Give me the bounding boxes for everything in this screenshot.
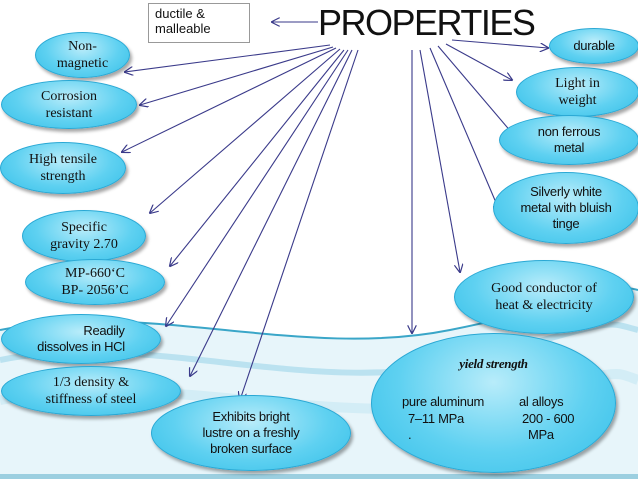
pure-aluminum-dot: .	[408, 427, 412, 442]
silverly-white-bubble: Silverly white metal with bluish tinge	[493, 172, 638, 244]
dissolves-hcl-bubble: Readily dissolves in HCl	[1, 314, 161, 364]
high-tensile-strength-bubble: High tensile strength	[0, 142, 126, 194]
non-magnetic-bubble: Non-magnetic	[35, 32, 130, 78]
al-alloys-label: al alloys	[519, 394, 564, 409]
yield-strength-heading: yield strength	[459, 356, 528, 371]
non-magnetic-label: Non-magnetic	[56, 39, 109, 71]
good-conductor-bubble: Good conductor of heat & electricity	[454, 260, 634, 334]
pure-aluminum-label: pure aluminum	[402, 394, 485, 409]
corrosion-resistant-bubble: Corrosion resistant	[1, 80, 137, 129]
bright-lustre-bubble: Exhibits bright lustre on a freshly brok…	[151, 395, 351, 471]
specific-gravity-bubble: Specific gravity 2.70	[22, 210, 146, 262]
mp-bp-bubble: MP-660‘C BP- 2056’C	[25, 259, 165, 305]
non-ferrous-bubble: non ferrous metal	[499, 115, 638, 165]
melting-point-label: MP-660‘C	[65, 266, 125, 281]
high-tensile-strength-label: High tensile strength	[28, 152, 98, 184]
silverly-white-label: Silverly white metal with bluish tinge	[520, 184, 612, 231]
durable-bubble: durable	[549, 28, 638, 64]
density-stiffness-bubble: 1/3 density & stiffness of steel	[1, 366, 181, 416]
bright-lustre-label: Exhibits bright lustre on a freshly brok…	[202, 409, 300, 456]
pure-aluminum-value: 7–11 MPa	[408, 411, 464, 426]
al-alloys-value: 200 - 600	[522, 411, 575, 426]
dissolves-hcl-line1: Readily	[83, 323, 125, 338]
light-weight-bubble: Light in weight	[516, 67, 638, 117]
corrosion-resistant-label: Corrosion resistant	[41, 88, 97, 121]
boiling-point-label: BP- 2056’C	[61, 283, 129, 298]
density-stiffness-label: 1/3 density & stiffness of steel	[45, 375, 137, 407]
al-alloys-unit: MPa	[528, 427, 554, 442]
light-weight-label: Light in weight	[555, 76, 600, 108]
non-ferrous-label: non ferrous metal	[537, 124, 601, 155]
good-conductor-label: Good conductor of heat & electricity	[491, 281, 597, 313]
dissolves-hcl-line2: dissolves in HCl	[37, 339, 125, 354]
ductile-malleable-label: ductile & malleable	[155, 6, 211, 36]
page-title: PROPERTIES	[318, 2, 536, 43]
durable-label: durable	[573, 38, 615, 53]
specific-gravity-label: Specific gravity 2.70	[50, 220, 118, 252]
yield-strength-bubble: yield strength pure aluminum 7–11 MPa . …	[371, 333, 616, 473]
ductile-malleable-box: ductile & malleable	[148, 3, 250, 43]
